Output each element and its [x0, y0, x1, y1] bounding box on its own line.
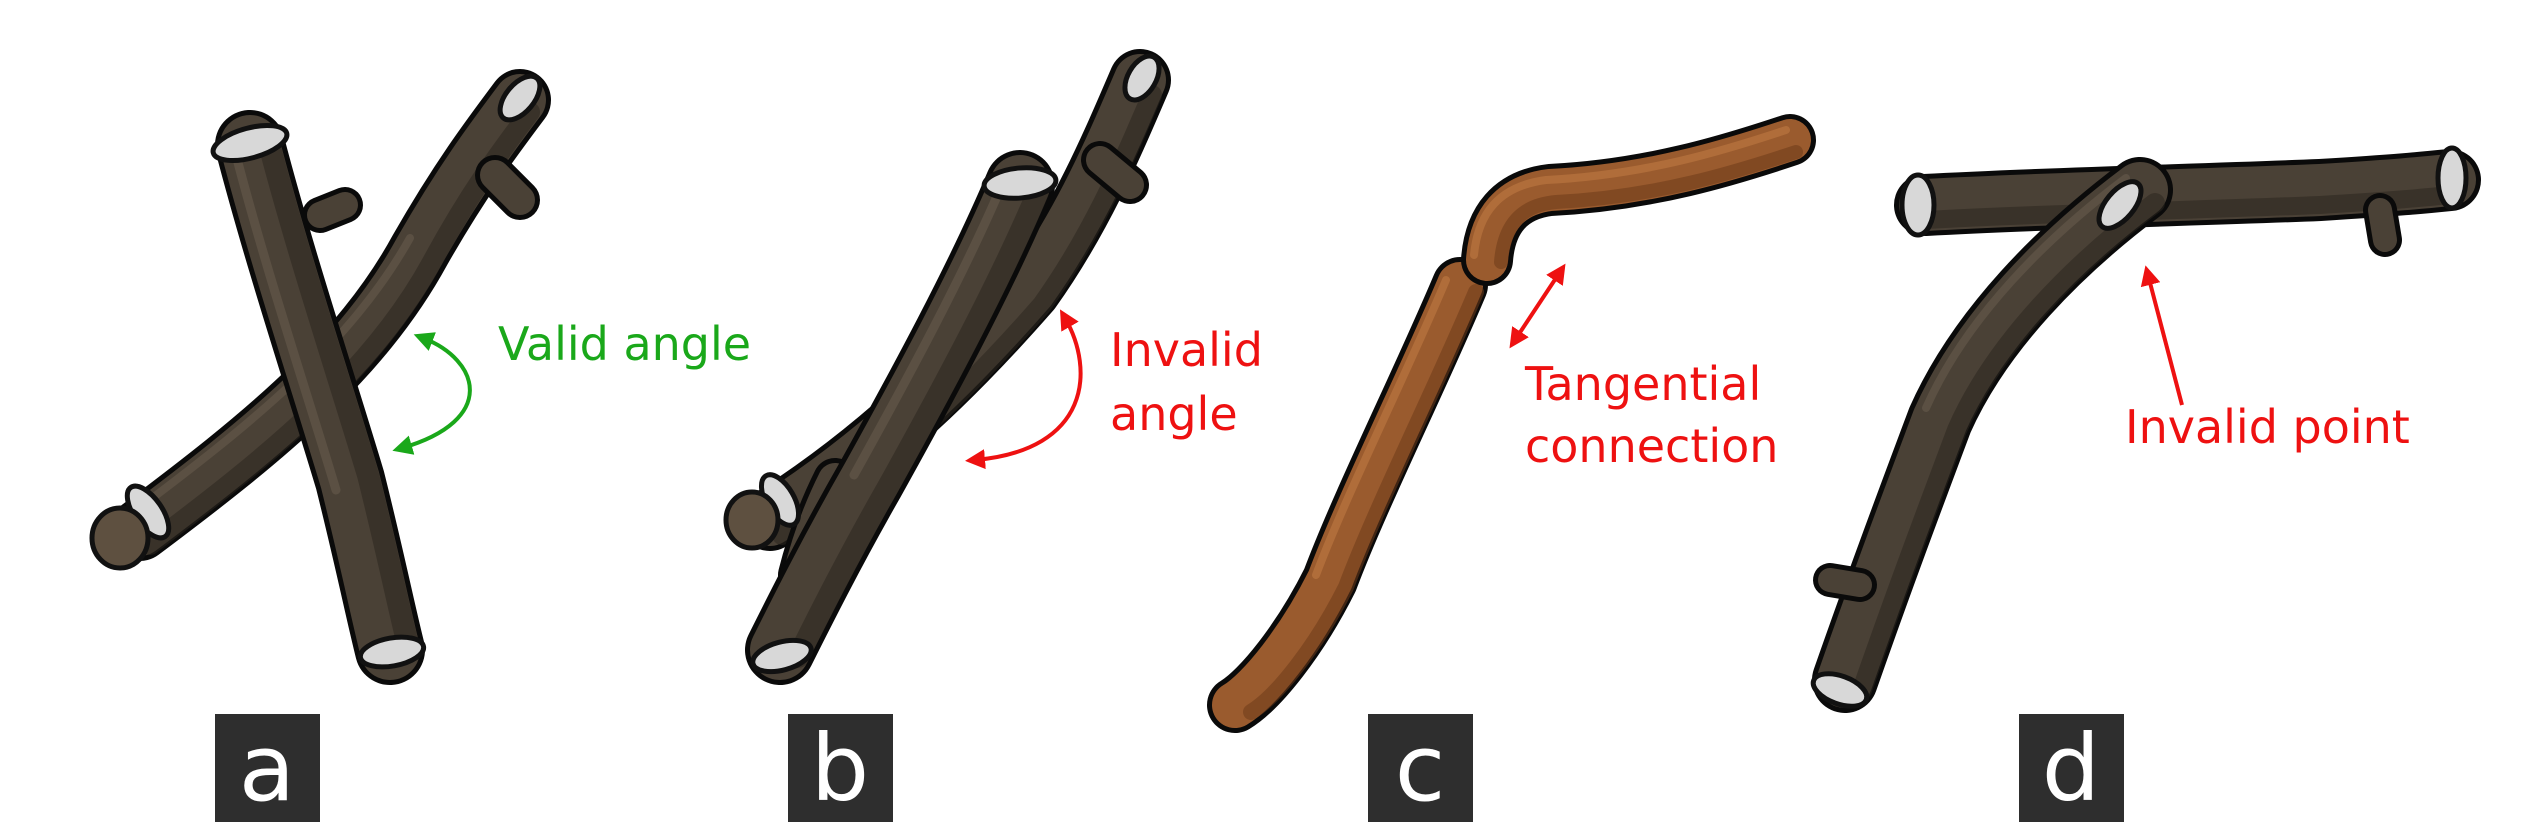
panel-label-b: b: [811, 715, 869, 822]
annotation-valid-angle: Valid angle: [498, 317, 751, 371]
annotation-invalid-point: Invalid point: [2125, 400, 2410, 454]
curved-double-arrow-icon: [965, 309, 1083, 470]
arrow-icon: [2140, 265, 2184, 406]
annotation-tangential-connection: Tangential connection: [1524, 357, 1778, 473]
panel-label-a: a: [239, 715, 295, 822]
branch-illustration: [723, 49, 1171, 685]
panel-label-c-box: [1368, 714, 1473, 822]
curved-double-arrow-icon: [392, 332, 472, 455]
panel-a: Valid angle a: [89, 69, 751, 822]
panel-label-d: d: [2042, 715, 2100, 822]
panel-b: Invalid angle b: [723, 49, 1278, 822]
branch-illustration: [1207, 114, 1816, 733]
double-arrow-icon: [1509, 263, 1566, 349]
panel-c: Tangential connection c: [1207, 114, 1816, 822]
panel-label-c: c: [1395, 715, 1446, 822]
panel-label-b-box: [788, 714, 893, 822]
branch-illustration: [89, 69, 551, 685]
panel-label-a-box: [215, 714, 320, 822]
panel-d: Invalid point d: [1810, 145, 2481, 822]
annotation-invalid-angle: Invalid angle: [1110, 323, 1278, 441]
panel-label-d-box: [2019, 714, 2124, 822]
branch-illustration: [1810, 145, 2481, 713]
